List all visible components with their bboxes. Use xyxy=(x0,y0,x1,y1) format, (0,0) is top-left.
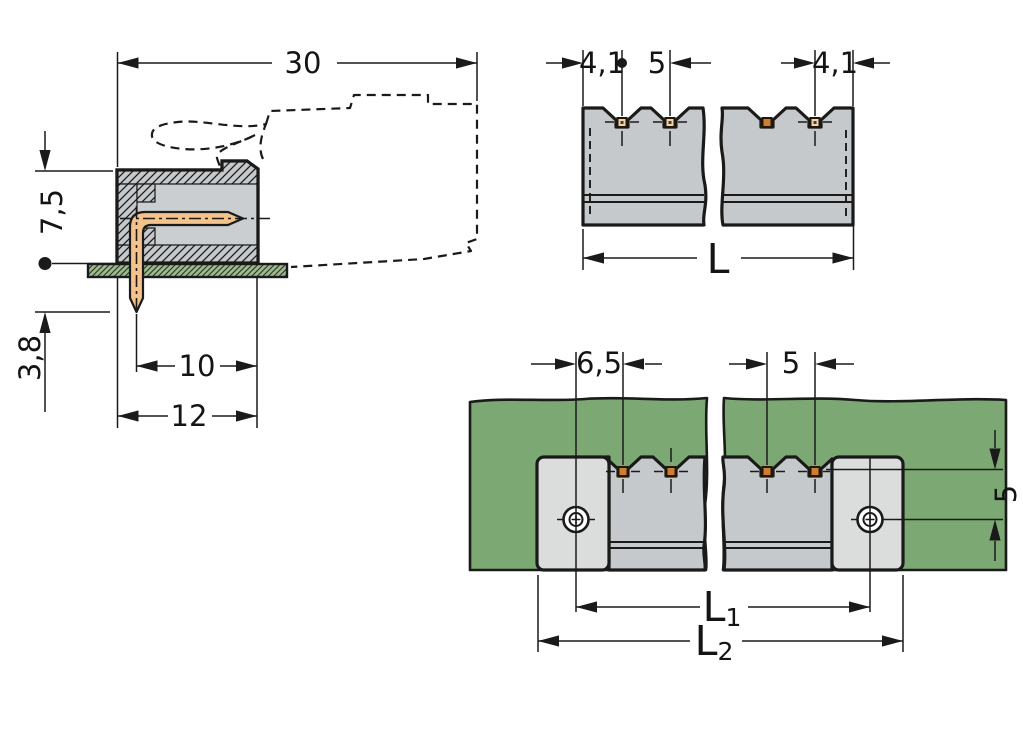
dimension-top-pitch-row: 4,1 5 4,1 xyxy=(546,46,890,116)
top-view: 4,1 5 4,1 L xyxy=(546,46,890,283)
dimension-mounted-pitch: 5 xyxy=(729,346,854,465)
dim-12-label: 12 xyxy=(171,399,208,433)
mounted-body-step-lines xyxy=(609,541,832,549)
pin-contact xyxy=(809,466,821,477)
mounted-view-pins xyxy=(606,448,830,493)
solder-pin xyxy=(128,210,245,314)
dim-10-label: 10 xyxy=(179,349,216,383)
dimension-pin-length-below-board: 3,8 xyxy=(13,311,110,412)
dim-7-5-label: 7,5 xyxy=(35,189,69,235)
dim-5-pitch-label: 5 xyxy=(648,46,666,80)
dim-30-label: 30 xyxy=(285,46,322,80)
dimension-height-above-board: 7,5 xyxy=(35,131,113,235)
side-view: 30 7,5 3,8 10 12 xyxy=(13,46,479,433)
dimension-overall-length-L2: L2 xyxy=(537,575,904,666)
dim-L1-label: L1 xyxy=(703,583,742,632)
pin-contact xyxy=(761,466,773,477)
dimension-overall-length-L: L xyxy=(582,226,855,283)
dimension-dot xyxy=(617,58,627,68)
pcb-side-section xyxy=(86,262,289,279)
pin-contact-core xyxy=(813,121,817,124)
hidden-edge-lines xyxy=(589,128,847,220)
dim-6-5-label: 6,5 xyxy=(576,346,622,380)
pin-contact-orange xyxy=(761,117,773,128)
top-view-pins xyxy=(605,117,832,146)
dimension-body-depth: 12 xyxy=(116,277,257,433)
dimension-total-depth: 30 xyxy=(116,46,478,167)
pin-contact xyxy=(665,466,677,477)
phantom-mating-plug-outline xyxy=(150,93,479,269)
pin-crosshair-ticks xyxy=(622,448,816,493)
pin-contact xyxy=(617,466,629,477)
dim-3-8-label: 3,8 xyxy=(13,335,47,381)
dimension-hole-spacing-L1: L1 xyxy=(576,583,870,632)
dim-4-1-right-label: 4,1 xyxy=(812,46,858,80)
dim-L-label: L xyxy=(707,235,730,283)
dimension-pin-tip-to-front: 10 xyxy=(136,277,258,428)
pin-contact-core xyxy=(668,121,672,124)
hole-centerlines xyxy=(575,352,871,612)
dim-5-vertical-label: 5 xyxy=(989,485,1023,503)
header-top-view-left-segment xyxy=(581,106,708,227)
dim-5-mounted-pitch-label: 5 xyxy=(782,346,800,380)
pin-crosshair-ticks xyxy=(621,131,816,146)
board-level-datum-dot xyxy=(38,257,52,270)
pin-contact-core xyxy=(620,121,624,124)
header-top-view-right-segment xyxy=(719,106,855,227)
dim-L2-label: L2 xyxy=(695,617,734,666)
dimension-pin-row-to-hole: 5 xyxy=(989,430,1023,561)
body-step-lines xyxy=(584,194,852,203)
mounted-view: 6,5 5 5 L1 L2 xyxy=(468,346,1023,666)
dim-4-1-left-label: 4,1 xyxy=(579,46,625,80)
dimension-hole-to-first-pin: 6,5 xyxy=(531,346,662,465)
